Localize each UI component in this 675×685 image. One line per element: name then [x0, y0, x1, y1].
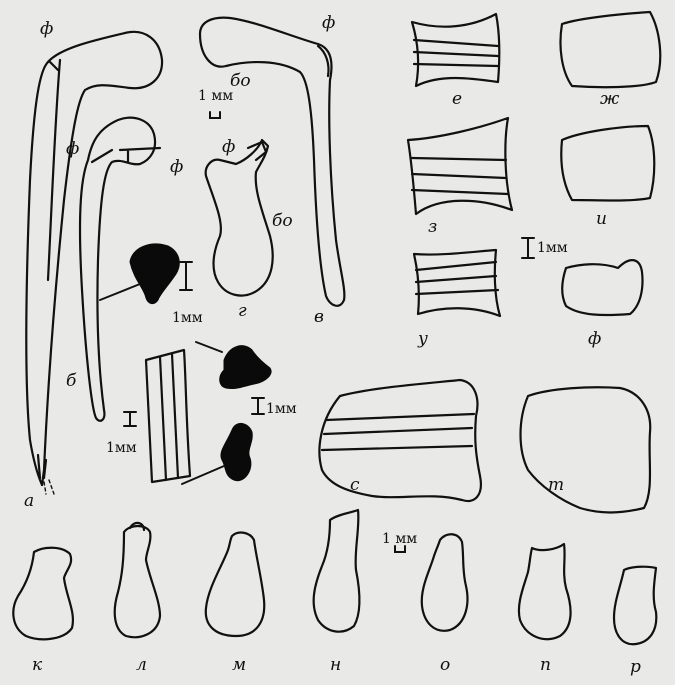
specimen-l	[115, 523, 160, 637]
specimen-p	[519, 544, 571, 639]
specimen-t	[521, 387, 651, 512]
specimen-s	[319, 380, 480, 501]
label-o: о	[440, 655, 450, 675]
scale-bar-3	[252, 398, 264, 414]
label-a: а	[24, 491, 34, 511]
specimen-n	[314, 510, 360, 632]
mark-phi-2: ф	[66, 139, 79, 159]
scale-label-1: 1мм	[172, 310, 203, 326]
label-zh: ж	[600, 89, 620, 109]
label-p: п	[540, 655, 551, 675]
scale-bar-5	[522, 238, 534, 258]
mark-phi-4: ф	[222, 137, 235, 157]
spot-3	[182, 423, 252, 484]
specimen-section	[146, 350, 190, 482]
label-u: у	[417, 329, 428, 349]
mark-bo-2: бо	[272, 211, 293, 231]
specimen-u	[414, 250, 500, 316]
label-s: с	[350, 475, 360, 495]
scale-label-5: 1мм	[537, 240, 568, 256]
specimen-i	[561, 126, 654, 201]
label-k: к	[32, 655, 43, 675]
specimen-m	[206, 533, 264, 636]
label-v: в	[314, 307, 324, 327]
label-i: и	[596, 209, 607, 229]
label-e: е	[452, 89, 462, 109]
mark-bo-1: бо	[230, 71, 251, 91]
mark-phi-3: ф	[170, 157, 183, 177]
label-g: г	[238, 301, 247, 321]
label-n: н	[330, 655, 341, 675]
scale-label-3: 1мм	[266, 401, 297, 417]
mark-phi-5: ф	[322, 13, 335, 33]
mark-phi-1: ф	[40, 19, 53, 39]
label-m: м	[232, 655, 246, 675]
label-l: л	[136, 655, 147, 675]
specimen-e	[412, 14, 499, 86]
scale-label-bo: 1 мм	[198, 88, 233, 104]
label-t: т	[548, 475, 564, 495]
specimen-o	[422, 534, 468, 631]
specimen-f-small	[562, 260, 642, 315]
scale-bar-1	[180, 262, 192, 290]
scale-bar-2	[210, 112, 220, 118]
spot-2	[196, 342, 271, 389]
label-z: з	[428, 217, 437, 237]
scale-label-6: 1 мм	[382, 531, 417, 547]
label-b: б	[66, 371, 77, 391]
label-f-small: ф	[588, 329, 601, 349]
specimen-r	[614, 567, 656, 645]
specimen-g	[206, 140, 273, 296]
spot-1	[100, 244, 179, 304]
scale-label-4: 1мм	[106, 440, 137, 456]
label-r: р	[630, 657, 641, 677]
specimen-k	[13, 548, 73, 640]
specimen-zh	[560, 12, 660, 87]
specimen-z	[408, 118, 512, 214]
scale-bar-4	[124, 412, 136, 426]
